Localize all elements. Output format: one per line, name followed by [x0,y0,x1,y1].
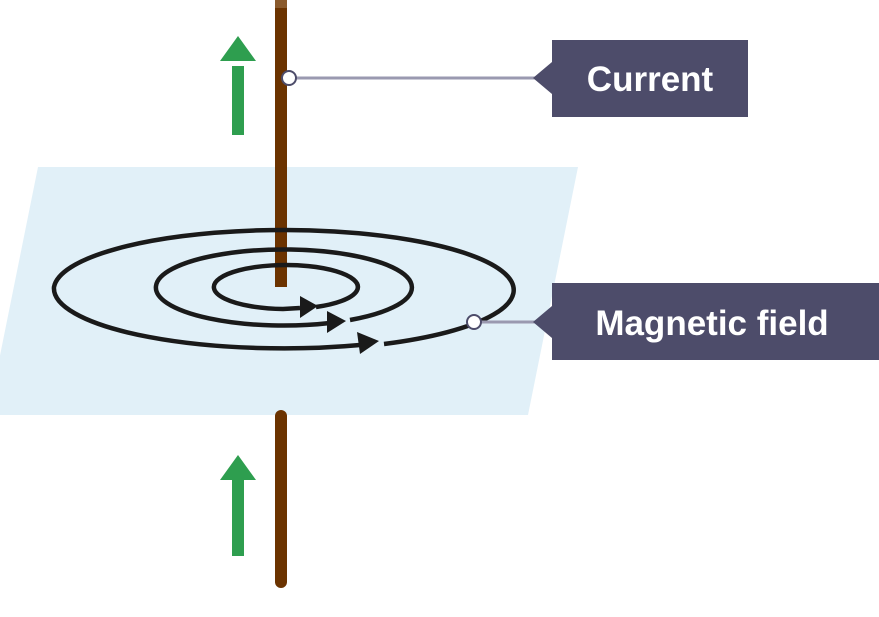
current-anchor-dot [281,70,297,86]
field-plane [0,167,578,415]
arrow-up-icon [220,455,256,480]
current-label-box [533,40,748,117]
magnetic-field-label-box [533,283,879,360]
field-loop-middle [153,247,415,328]
current-callout: Current [281,40,748,117]
field-lines [51,227,516,351]
current-arrow-upper [220,36,256,135]
magnetic-field-label: Magnetic field [595,304,828,343]
arrowhead-outer-icon [357,332,379,354]
current-label: Current [587,60,714,99]
arrowhead-middle-icon [327,311,346,333]
magnetic-field-callout: Magnetic field [466,283,879,360]
field-arrowheads [300,296,379,354]
arrowhead-inner-icon [300,296,318,318]
field-loop-inner [211,262,361,312]
wire-top-cap [275,0,287,8]
magnetic-field-anchor-dot [466,314,482,330]
current-arrow-lower [220,455,256,556]
arrow-up-icon [220,36,256,61]
field-loop-outer [51,227,516,351]
